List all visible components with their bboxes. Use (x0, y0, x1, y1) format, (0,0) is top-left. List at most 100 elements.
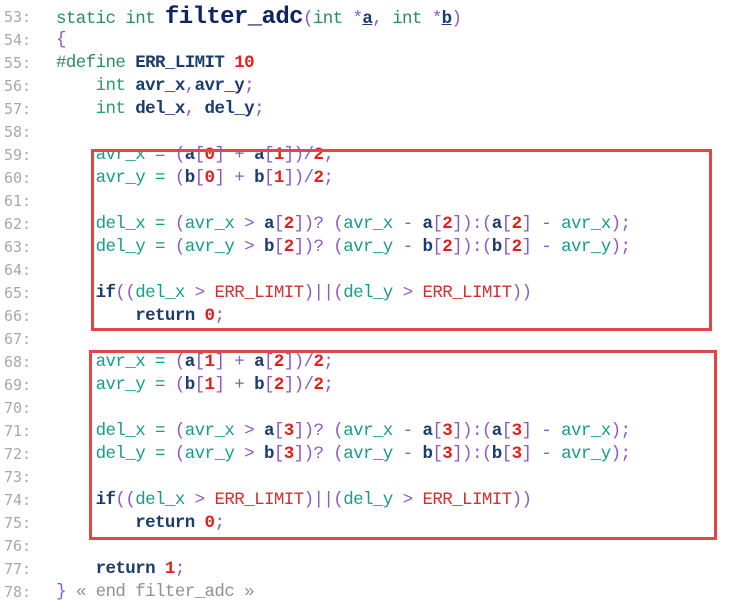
code-token: ]):( (452, 444, 492, 464)
code-text: } « end filter_adc » (56, 581, 255, 604)
code-token: [ (194, 375, 206, 395)
code-token: , (184, 99, 205, 119)
code-line[interactable]: 68: avr_x = (a[1] + a[2])/2; (0, 351, 756, 374)
code-line[interactable]: 54:{ (0, 29, 756, 52)
code-token: avr_x = (56, 145, 175, 165)
code-line[interactable]: 58: (0, 121, 756, 144)
code-line[interactable]: 65: if((del_x > ERR_LIMIT)||(del_y > ERR… (0, 282, 756, 305)
code-line[interactable]: 77: return 1; (0, 558, 756, 581)
code-token: ])? ( (293, 421, 344, 441)
code-token: [ (273, 214, 285, 234)
code-line[interactable]: 71: del_x = (avr_x > a[3])? (avr_x - a[3… (0, 420, 756, 443)
code-line[interactable]: 66: return 0; (0, 305, 756, 328)
code-text: avr_x = (a[1] + a[2])/2; (56, 351, 334, 374)
code-token: b (184, 375, 196, 395)
code-token: 2 (442, 237, 453, 257)
code-token: a (362, 9, 373, 29)
code-line[interactable]: 64: (0, 259, 756, 282)
code-token: #define (56, 53, 136, 73)
code-text: if((del_x > ERR_LIMIT)||(del_y > ERR_LIM… (56, 489, 532, 512)
code-token: ]):( (452, 237, 492, 257)
code-token: - (392, 214, 423, 234)
code-token: ] - (521, 444, 562, 464)
code-line[interactable]: 56: int avr_x,avr_y; (0, 75, 756, 98)
line-number: 70: (4, 399, 32, 417)
code-token: 1 (164, 559, 176, 579)
code-token: )) (511, 490, 532, 510)
code-token: ); (610, 214, 631, 234)
code-token: [ (501, 444, 513, 464)
code-line[interactable]: 61: (0, 190, 756, 213)
code-text: return 0; (56, 512, 225, 535)
code-token: 0 (204, 168, 216, 188)
code-line[interactable]: 70: (0, 397, 756, 420)
code-token: avr_x (184, 214, 235, 234)
code-token: static int (56, 9, 165, 29)
code-token: ( (174, 352, 186, 372)
code-token: avr_y (561, 444, 611, 464)
code-token: [ (194, 168, 206, 188)
code-line[interactable]: 67: (0, 328, 756, 351)
code-token: 2 (511, 237, 523, 257)
code-token: * (431, 9, 443, 29)
code-token: avr_y (184, 444, 235, 464)
code-token: if (56, 490, 116, 510)
code-token: avr_y (343, 444, 393, 464)
code-token: b (184, 168, 196, 188)
code-token: > (234, 214, 264, 234)
code-token: ( (174, 214, 186, 234)
code-line[interactable]: 60: avr_y = (b[0] + b[1])/2; (0, 167, 756, 190)
code-token: )||( (303, 283, 344, 303)
code-token: ( (174, 421, 186, 441)
code-line[interactable]: 75: return 0; (0, 512, 756, 535)
code-token: ; (254, 99, 265, 119)
code-text: del_y = (avr_y > b[2])? (avr_y - b[2]):(… (56, 236, 631, 259)
code-token: [ (263, 168, 275, 188)
code-line[interactable]: 55:#define ERR_LIMIT 10 (0, 52, 756, 75)
code-token: ]):( (452, 214, 492, 234)
line-number: 61: (4, 192, 32, 210)
code-line[interactable]: 74: if((del_x > ERR_LIMIT)||(del_y > ERR… (0, 489, 756, 512)
code-line[interactable]: 78:} « end filter_adc » (0, 581, 756, 604)
code-token: 3 (511, 444, 523, 464)
code-token: ]):( (452, 421, 492, 441)
code-text: del_y = (avr_y > b[3])? (avr_y - b[3]):(… (56, 443, 631, 466)
code-token: [ (432, 421, 443, 441)
code-token: ])/ (283, 352, 314, 372)
code-line[interactable]: 76: (0, 535, 756, 558)
code-token: 2 (313, 352, 325, 372)
code-text: avr_y = (b[1] + b[2])/2; (56, 374, 334, 397)
code-token: a (254, 145, 265, 165)
code-token: b (422, 237, 433, 257)
code-token: a (263, 421, 275, 441)
code-token: return (56, 513, 205, 533)
code-line[interactable]: 63: del_y = (avr_y > b[2])? (avr_y - b[2… (0, 236, 756, 259)
code-token: avr_x (343, 421, 393, 441)
code-line[interactable]: 69: avr_y = (b[1] + b[2])/2; (0, 374, 756, 397)
code-line[interactable]: 72: del_y = (avr_y > b[3])? (avr_y - b[3… (0, 443, 756, 466)
code-token: int (56, 76, 136, 96)
code-token: [ (263, 145, 275, 165)
code-token: ( (174, 237, 186, 257)
code-line[interactable]: 73: (0, 466, 756, 489)
code-token: ( (174, 444, 186, 464)
code-line[interactable]: 62: del_x = (avr_x > a[2])? (avr_x - a[2… (0, 213, 756, 236)
code-token: [ (432, 444, 443, 464)
code-token: avr_x (184, 421, 235, 441)
line-number: 65: (4, 284, 32, 302)
code-line[interactable]: 59: avr_x = (a[0] + a[1])/2; (0, 144, 756, 167)
code-token: ( (174, 168, 186, 188)
code-token: 2 (511, 214, 523, 234)
code-token: , (184, 76, 196, 96)
code-text: avr_x = (a[0] + a[1])/2; (56, 144, 334, 167)
code-line[interactable]: 53:static int filter_adc(int *a, int *b) (0, 6, 756, 30)
code-token: 2 (273, 352, 285, 372)
line-number: 63: (4, 238, 32, 256)
line-number: 62: (4, 215, 32, 233)
line-number: 55: (4, 54, 32, 72)
code-token: del_y = (56, 237, 175, 257)
code-line[interactable]: 57: int del_x, del_y; (0, 98, 756, 121)
code-text: del_x = (avr_x > a[2])? (avr_x - a[2]):(… (56, 213, 631, 236)
code-token: [ (273, 444, 285, 464)
